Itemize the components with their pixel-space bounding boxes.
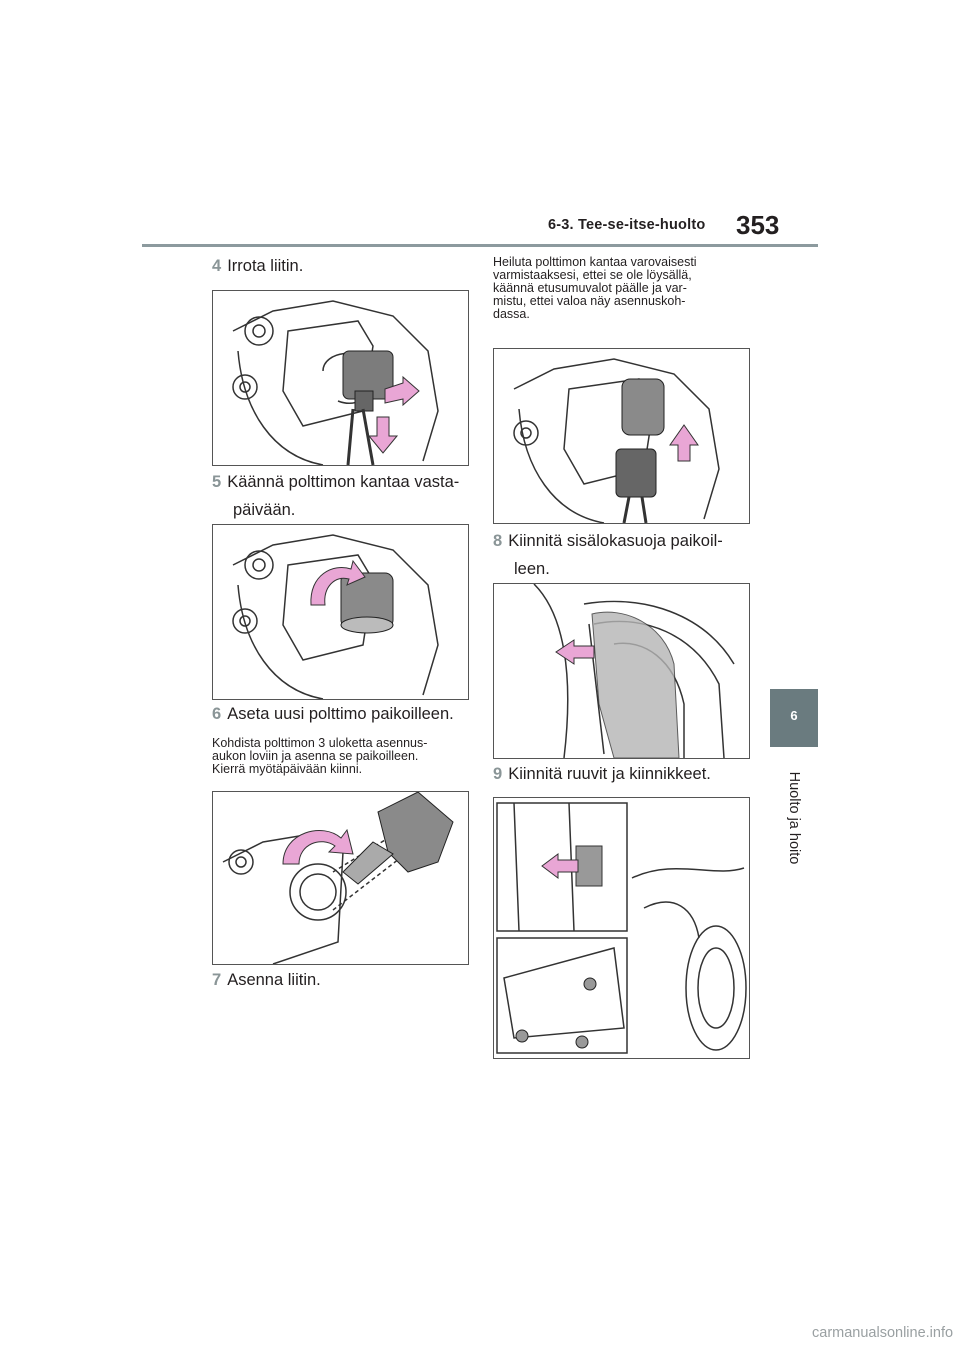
step-number: 5 (212, 473, 222, 491)
step-text: Käännä polttimon kantaa vasta- (227, 473, 460, 491)
step-6: 6 Aseta uusi polttimo paikoilleen. (212, 700, 454, 728)
note-line: Kierrä myötäpäivään kiinni. (212, 762, 363, 776)
chapter-tab: 6 (770, 689, 818, 747)
step-text: Irrota liitin. (227, 257, 304, 275)
note-line: käännä etusumuvalot päälle ja var- (493, 281, 687, 295)
step-text: Kiinnitä sisälokasuoja paikoil- (508, 532, 723, 550)
step-5: 5 Käännä polttimon kantaa vasta- päivään. (212, 468, 459, 524)
note-line: mistu, ettei valoa näy asennuskoh- (493, 294, 686, 308)
attach-arrow-left (555, 639, 595, 665)
watermark: carmanualsonline.info (812, 1325, 954, 1341)
note-line: Kohdista polttimon 3 uloketta asennus- (212, 736, 428, 750)
note-step6: Kohdista polttimon 3 uloketta asennus- a… (212, 737, 427, 776)
clip-arrow-left (541, 853, 579, 879)
figure-screws-clips (493, 797, 750, 1059)
pull-arrow-right (384, 375, 420, 407)
screw-icon (515, 977, 597, 1049)
pull-arrow-down (367, 416, 399, 454)
note-step7: Heiluta polttimon kantaa varovaisesti va… (493, 256, 697, 321)
figure-rotate-bulb-base (212, 524, 469, 700)
rotate-cw-arrow (282, 828, 354, 865)
header-rule (142, 244, 818, 247)
step-number: 8 (493, 532, 503, 550)
step-text-cont: leen. (514, 560, 550, 578)
step-8: 8 Kiinnitä sisälokasuoja paikoil- leen. (493, 527, 723, 583)
step-number: 4 (212, 257, 222, 275)
figure-disconnect-connector (212, 290, 469, 466)
step-text: Asenna liitin. (227, 971, 321, 989)
step-4: 4 Irrota liitin. (212, 252, 303, 280)
step-number: 9 (493, 765, 503, 783)
step-number: 6 (212, 705, 222, 723)
page-number: 353 (736, 210, 780, 240)
step-number: 7 (212, 971, 222, 989)
new-bulb (377, 792, 454, 873)
note-line: aukon loviin ja asenna se paikoilleen. (212, 749, 419, 763)
chapter-title: Huolto ja hoito (786, 771, 802, 865)
rotate-arrow (310, 559, 366, 606)
step-text-cont: päivään. (233, 501, 296, 519)
step-7: 7 Asenna liitin. (212, 966, 321, 994)
figure-fender-liner (493, 583, 750, 759)
note-line: varmistaaksesi, ettei se ole löysällä, (493, 268, 692, 282)
chapter-number: 6 (790, 708, 798, 723)
step-text: Aseta uusi polttimo paikoilleen. (227, 705, 454, 723)
section-title: 6-3. Tee-se-itse-huolto (548, 217, 706, 233)
chapter-label-box: Huolto ja hoito (774, 760, 814, 880)
push-arrow-up (669, 424, 699, 462)
step-text: Kiinnitä ruuvit ja kiinnikkeet. (508, 765, 711, 783)
figure-insert-new-bulb (212, 791, 469, 965)
figure-install-connector (493, 348, 750, 524)
note-line: dassa. (493, 307, 530, 321)
step-9: 9 Kiinnitä ruuvit ja kiinnikkeet. (493, 760, 711, 788)
note-line: Heiluta polttimon kantaa varovaisesti (493, 255, 697, 269)
